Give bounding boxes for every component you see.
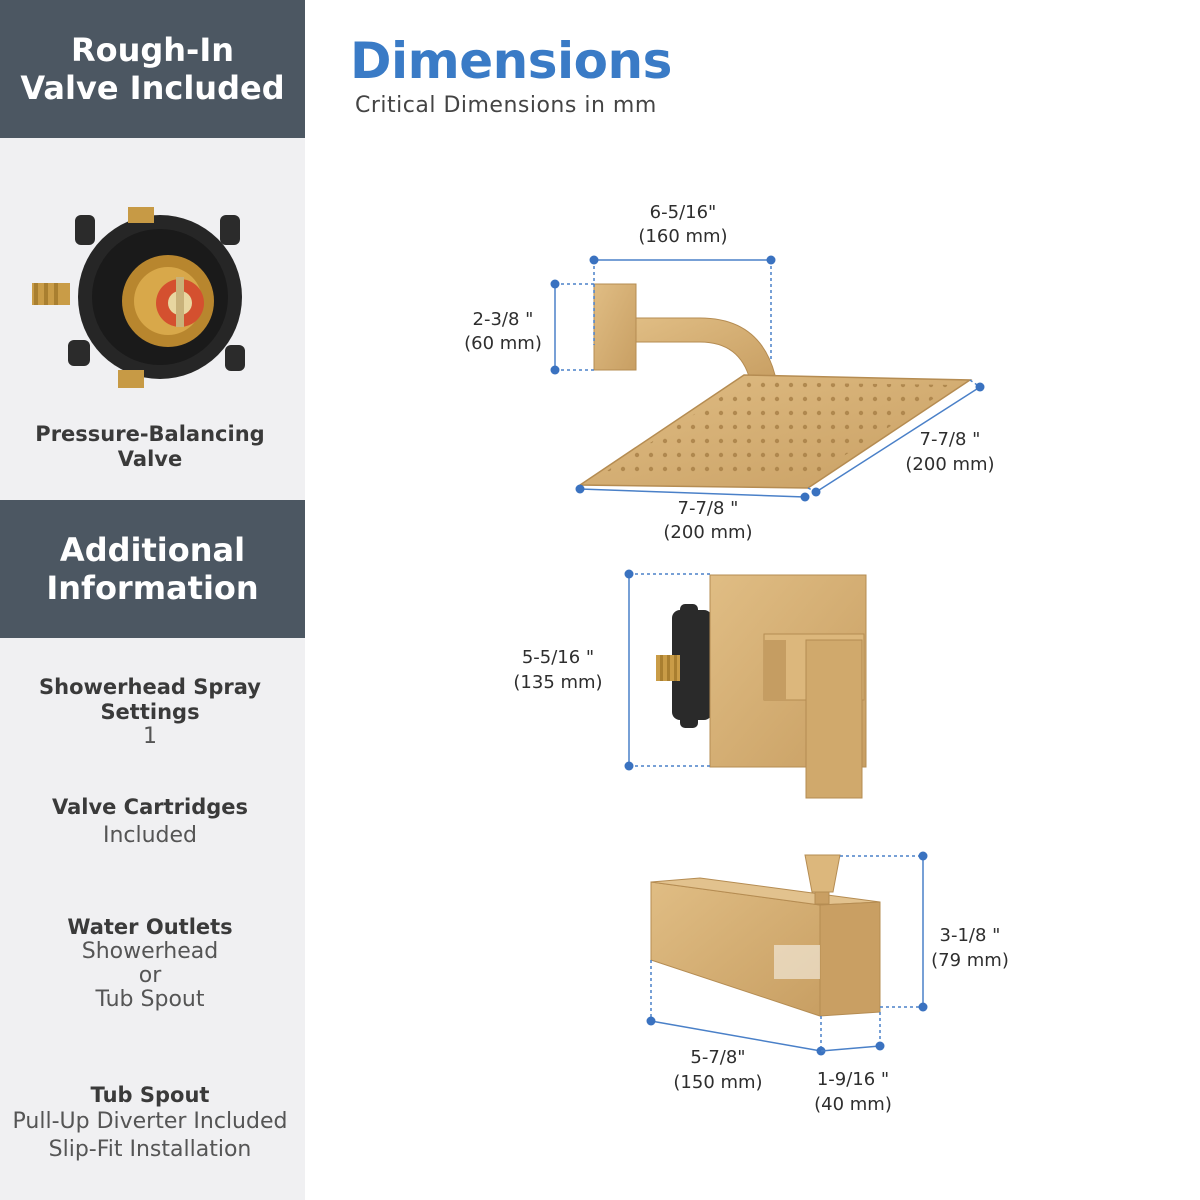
page-title: Dimensions (350, 32, 672, 90)
rough-in-header-line-1: Rough-In (70, 31, 235, 69)
valve-caption-line-2: Valve (117, 447, 183, 471)
info-value: Showerhead (81, 939, 219, 964)
trim-height-metric: (135 mm) (513, 672, 602, 693)
valve-body (672, 610, 712, 720)
rough-in-header: Rough-In Valve Included (0, 0, 305, 138)
info-spray-settings: Showerhead Spray Settings 1 (0, 675, 300, 749)
trim-height-dimension (624, 569, 710, 771)
head-width-metric: (200 mm) (663, 522, 752, 543)
sidebar: Rough-In Valve Included Pressure-Balanci… (0, 0, 305, 1200)
head-width-label: 7-7/8 " (678, 498, 739, 519)
info-label: Tub Spout (90, 1083, 210, 1107)
info-value: Included (102, 823, 198, 848)
info-value: Tub Spout (95, 987, 205, 1012)
diverter-knob (804, 854, 841, 893)
info-label: Valve Cartridges (51, 795, 249, 819)
flange-height-metric: (60 mm) (464, 333, 542, 354)
info-value: 1 (143, 724, 157, 749)
spout-height-metric: (79 mm) (931, 950, 1009, 971)
showerhead-nozzles (596, 382, 955, 480)
additional-info-header-line-1: Additional (59, 531, 246, 569)
info-label: Settings (100, 700, 200, 724)
info-water-outlets: Water Outlets Showerhead or Tub Spout (0, 915, 300, 1012)
trim-handle-lever (805, 639, 863, 799)
spout-depth-dimension (820, 1012, 885, 1052)
tub-spout-diagram (650, 854, 881, 1017)
valve-caption: Pressure-Balancing Valve (0, 422, 300, 472)
valve-trim-diagram (656, 574, 867, 799)
showerhead-diagram (577, 283, 973, 489)
spout-height-dimension (840, 851, 928, 1012)
head-width-dimension (575, 484, 810, 502)
flange-height-dimension (550, 279, 594, 375)
additional-info-header: Additional Information (0, 500, 305, 638)
spout-depth-label: 1-9/16 " (817, 1069, 889, 1090)
info-label: Showerhead Spray (39, 675, 261, 699)
info-value: Pull-Up Diverter Included (12, 1109, 288, 1134)
page-subtitle: Critical Dimensions in mm (355, 93, 657, 118)
flange-height-label: 2-3/8 " (473, 309, 534, 330)
arm-width-metric: (160 mm) (638, 226, 727, 247)
tub-spout-front (819, 901, 881, 1017)
shower-arm (635, 317, 776, 381)
head-depth-label: 7-7/8 " (920, 429, 981, 450)
info-value: or (138, 963, 162, 988)
spout-length-label: 5-7/8" (690, 1047, 745, 1068)
rough-in-header-line-2: Valve Included (20, 69, 285, 107)
arm-width-label: 6-5/16" (650, 202, 717, 223)
arm-width-dimension (589, 255, 776, 360)
additional-info-header-line-2: Information (46, 569, 259, 607)
rough-in-valve-image (32, 207, 245, 388)
info-label: Water Outlets (67, 915, 233, 939)
head-depth-dimension (807, 379, 985, 497)
info-tub-spout: Tub Spout Pull-Up Diverter Included Slip… (0, 1083, 300, 1162)
trim-height-label: 5-5/16 " (522, 647, 594, 668)
spout-depth-metric: (40 mm) (814, 1094, 892, 1115)
shower-arm-flange (593, 283, 637, 371)
spout-length-metric: (150 mm) (673, 1072, 762, 1093)
info-value: Slip-Fit Installation (48, 1137, 252, 1162)
spout-height-label: 3-1/8 " (940, 925, 1001, 946)
info-valve-cartridges: Valve Cartridges Included (0, 795, 300, 848)
valve-caption-line-1: Pressure-Balancing (35, 422, 265, 446)
head-depth-metric: (200 mm) (905, 454, 994, 475)
